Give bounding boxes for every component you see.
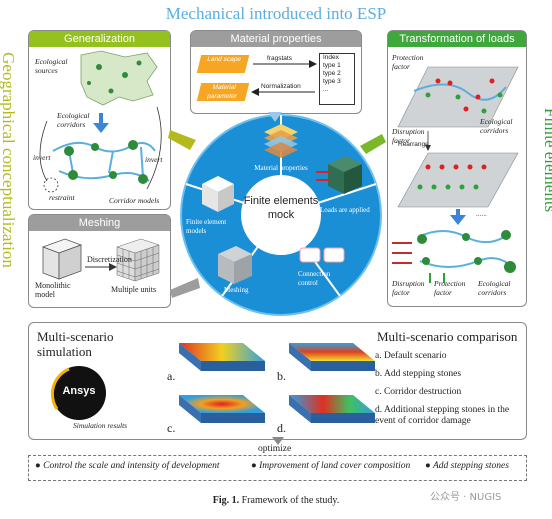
comparison-item-b: b. Add stepping stones [375, 369, 462, 379]
circle-loads-label: Loads are applied [320, 206, 370, 214]
finite-elements-circle [180, 114, 382, 316]
invert-right-label: invert [145, 155, 163, 164]
caption-label: Fig. 1. [212, 495, 240, 506]
optimize-item-1: ● Control the scale and intensity of dev… [35, 461, 220, 471]
simulation-results-label: Simulation results [73, 421, 128, 430]
index-document: Index type 1 type 2 type 3 ... [319, 53, 355, 105]
discretization-label: Discretization [87, 255, 132, 264]
protection-factor-label-2: Protection factor [434, 279, 466, 297]
caption-text: Framework of the study. [241, 495, 340, 506]
multi-scenario-panel: Multi-scenario simulation Ansys Simulati… [28, 322, 527, 440]
circle-center-label: Finite elements mock [243, 195, 319, 221]
meshing-header: Meshing [29, 215, 170, 231]
comparison-item-c: c. Corridor destruction [375, 387, 462, 397]
generalization-header: Generalization [29, 31, 170, 47]
optimize-item-1-text: Control the scale and intensity of devel… [43, 461, 220, 471]
ecological-corridors-label-2: Ecological corridors [478, 279, 511, 297]
ecological-corridors-label: Ecological corridors [57, 111, 90, 129]
figure-caption: Fig. 1. Framework of the study. [0, 495, 552, 506]
ansys-logo-graphic [50, 366, 106, 420]
multiple-units-label: Multiple units [111, 285, 157, 294]
scenario-label-d: d. [277, 421, 286, 435]
circle-material-label: Material properties [254, 164, 308, 172]
meshing-diagram [41, 238, 160, 282]
optimize-item-2-text: Improvement of land cover composition [259, 461, 411, 471]
transformation-panel: Transformation of loads Protection fa [387, 30, 527, 307]
index-line-4: ... [323, 86, 329, 93]
restraint-label: restraint [49, 193, 75, 202]
material-arrows [251, 60, 317, 96]
page-title: Mechanical introduced into ESP [165, 4, 387, 23]
scenario-label-b: b. [277, 369, 286, 383]
ecological-corridors-right-label: Ecological corridors [480, 117, 513, 135]
scenario-label-a: a. [167, 369, 176, 383]
index-line-1: type 1 [323, 62, 341, 69]
optimize-arrow [272, 437, 284, 445]
generalization-diagram [39, 50, 162, 193]
watermark: 公众号 · NUGIS [430, 492, 502, 503]
index-line-3: type 3 [323, 78, 341, 85]
simulation-title: Multi-scenario simulation [37, 329, 114, 359]
ecological-sources-label: Ecological sources [35, 57, 68, 75]
transformation-header: Transformation of loads [388, 31, 526, 47]
circle-fem-label: Finite element models [186, 218, 227, 235]
optimize-item-2: ● Improvement of land cover composition [251, 461, 411, 471]
index-line-2: type 2 [323, 70, 341, 77]
normalization-label: Normalization [261, 83, 301, 90]
optimize-item-3-text: Add stepping stones [432, 461, 509, 471]
rearrange-label: Rearrange [398, 141, 429, 148]
monolithic-label: Monolithic model [35, 281, 71, 299]
invert-left-label: invert [33, 153, 51, 162]
generalization-panel: Generalization Ecological sources Ecolog… [28, 30, 171, 210]
material-header: Material properties [191, 31, 361, 47]
optimize-label: optimize [258, 444, 292, 454]
meshing-panel: Meshing Discretization Monolithic model … [28, 214, 171, 308]
ansys-logo-text: Ansys [62, 385, 96, 397]
circle-meshing-label: Meshing [224, 286, 249, 294]
corridor-models-label: Corridor models [109, 196, 160, 205]
scenario-results [179, 343, 375, 423]
disruption-factor-label: Disruption factor [392, 127, 425, 145]
scenario-label-c: c. [167, 421, 176, 435]
ellipsis-label: ...... [476, 211, 487, 218]
disruption-factor-label-2: Disruption factor [392, 279, 425, 297]
index-line-0: Index [323, 54, 339, 61]
fragstats-label: fragstats [267, 55, 292, 62]
circle-connection-label: Connection control [298, 270, 331, 287]
comparison-item-a: a. Default scenario [375, 351, 447, 361]
transformation-diagram [392, 66, 519, 283]
protection-factor-label: Protection factor [392, 53, 424, 71]
comparison-item-d: d. Additional stepping stones in the eve… [375, 405, 510, 426]
optimize-box: ● Control the scale and intensity of dev… [28, 455, 527, 481]
optimize-item-3: ● Add stepping stones [425, 461, 509, 471]
comparison-title: Multi-scenario comparison [377, 329, 518, 344]
